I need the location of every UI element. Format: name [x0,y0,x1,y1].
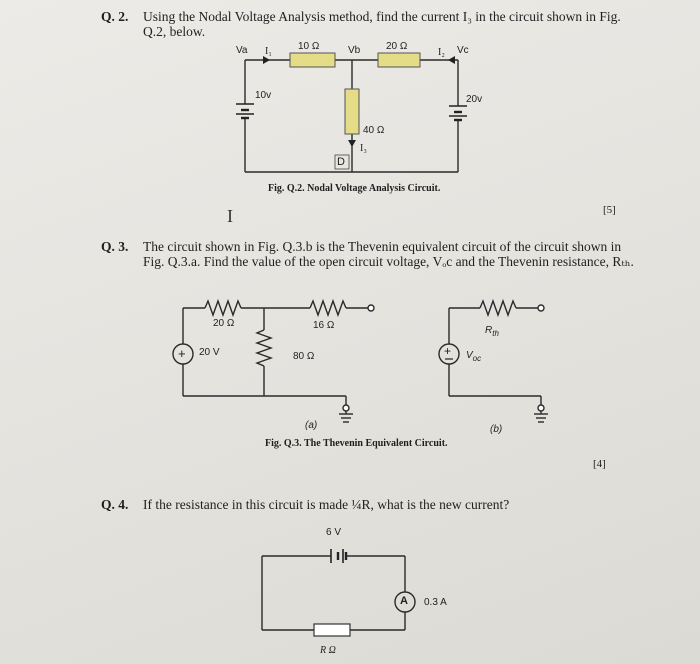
q2-figure-caption: Fig. Q.2. Nodal Voltage Analysis Circuit… [268,183,441,194]
q2-text-line2: Q.2, below. [143,24,206,39]
q4-text-line1: If the resistance in this circuit is mad… [143,497,510,512]
label-fig-b: (b) [490,424,503,435]
resistor-40-ohm [344,88,360,135]
resistor-20-ohm [377,52,421,68]
q2-number: Q. 2. [101,9,129,24]
label-i3: I₃ [360,143,367,154]
label-source-20v: 20v [466,94,483,105]
battery-10v [236,103,254,120]
label-i2: I₂ [438,47,445,58]
svg-text:+: + [178,346,186,361]
label-voc: Voc [466,350,482,363]
label-node-d: D [337,156,345,168]
arrow-i1-icon [263,56,270,64]
label-vc: Vc [457,45,469,56]
arrow-i3-icon [348,140,356,147]
label-resistor-r: R Ω [320,645,336,656]
label-fig-a: (a) [305,420,318,431]
resistor-20-ohm-zigzag [204,298,242,318]
label-r2: 20 Ω [386,41,408,52]
label-v6: 6 V [326,527,342,538]
label-current: 0.3 A [424,597,447,608]
label-r16: 16 Ω [313,320,335,331]
resistor-10-ohm [289,52,336,68]
label-r80: 80 Ω [293,351,315,362]
battery-20v [449,105,467,122]
q3-figure-caption: Fig. Q.3. The Thevenin Equivalent Circui… [265,438,448,449]
q3-text-line1: The circuit shown in Fig. Q.3.b is the T… [143,239,622,254]
label-rth: Rth [485,325,499,338]
q2-marks: [5] [603,204,616,216]
svg-text:+: + [444,344,451,358]
label-r20: 20 Ω [213,318,235,329]
ammeter-icon: A [400,595,408,607]
label-vb: Vb [348,45,361,56]
q4-number: Q. 4. [101,497,129,512]
label-va: Va [236,45,248,56]
text-cursor-icon: I [227,206,233,226]
label-source-10v: 10v [255,90,272,101]
q3-marks: [4] [593,458,606,470]
label-v20: 20 V [199,347,220,358]
label-i1: I₁ [265,46,272,57]
q3-number: Q. 3. [101,239,129,254]
resistor-r [313,623,351,637]
battery-6v [330,549,348,563]
arrow-i2-icon [448,56,455,64]
q2-text-line1: Using the Nodal Voltage Analysis method,… [143,9,621,24]
label-r1: 10 Ω [298,41,320,52]
q3-text-line2: Fig. Q.3.a. Find the value of the open c… [143,254,634,269]
node-d-box [334,154,350,170]
label-r3: 40 Ω [363,125,385,136]
